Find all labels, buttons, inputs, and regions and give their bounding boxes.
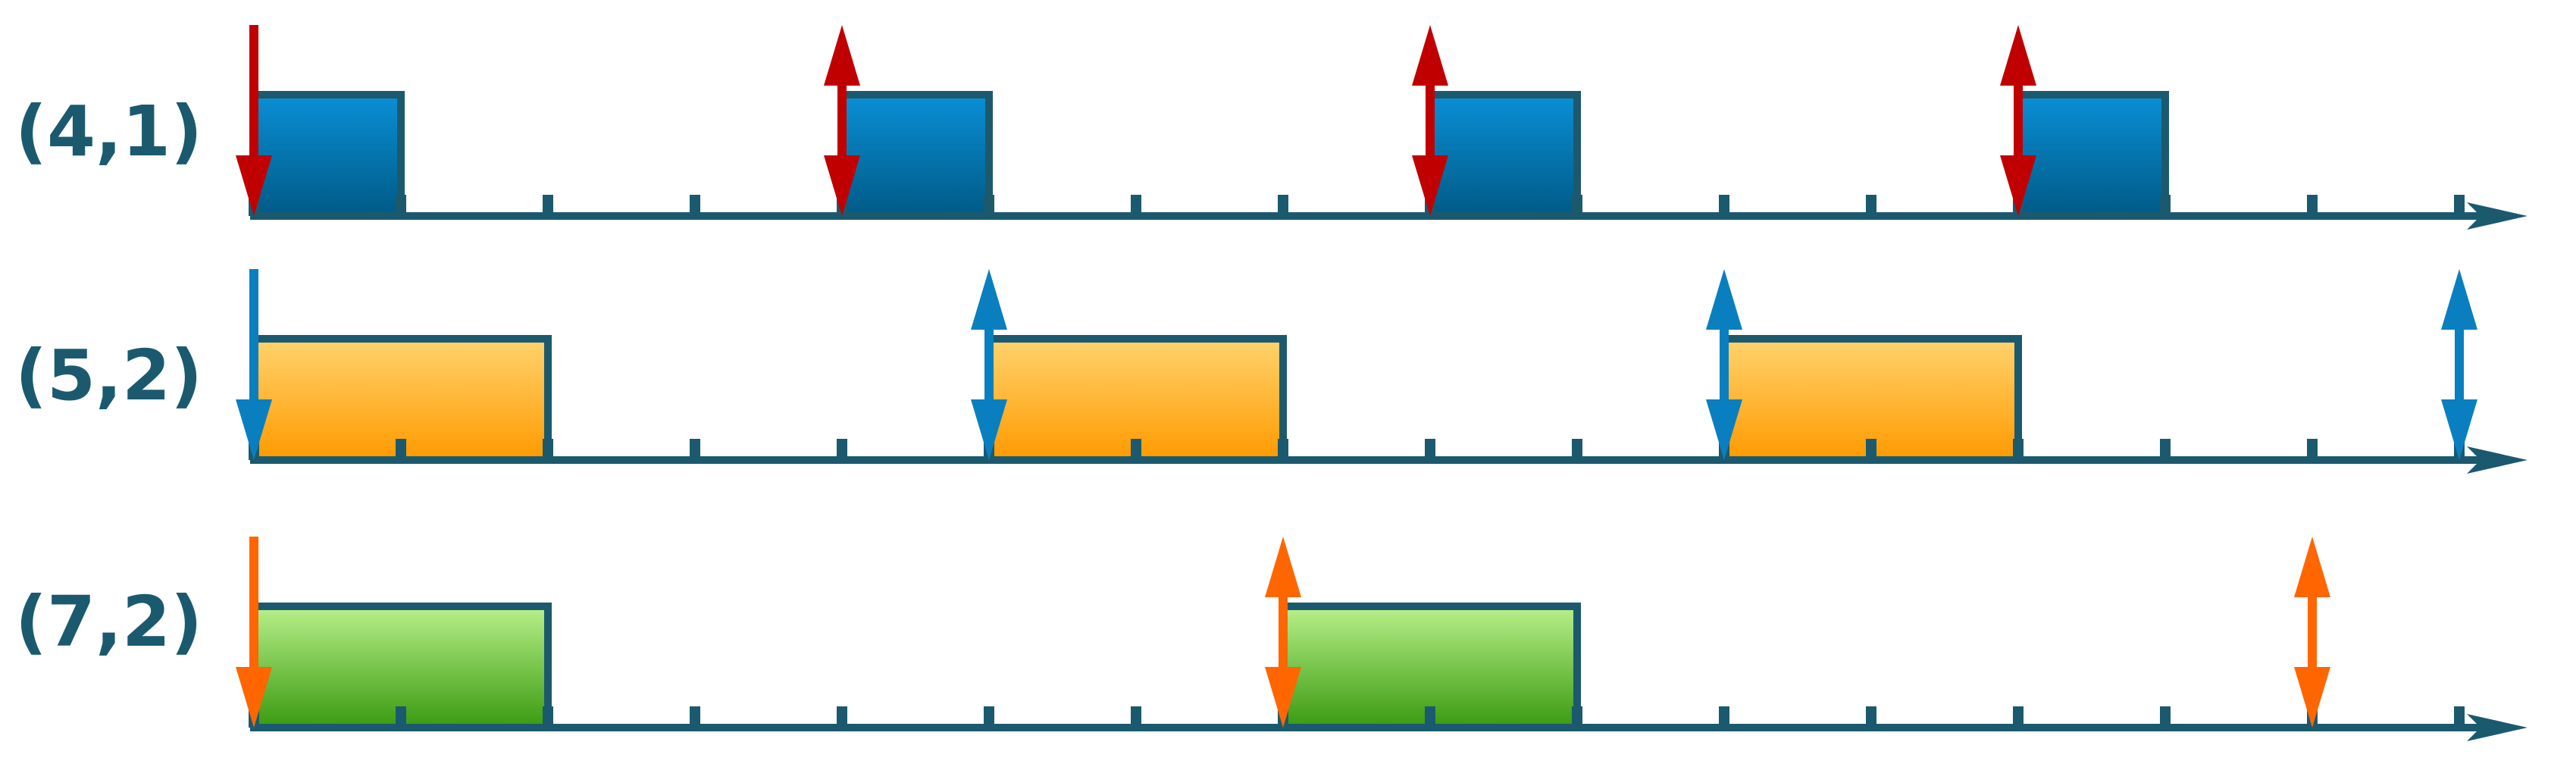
release-deadline-arrow <box>971 269 1007 460</box>
task-row-1: (4,1) <box>15 25 2527 230</box>
release-deadline-arrow <box>1706 269 1742 460</box>
axis-arrowhead <box>2467 446 2527 474</box>
release-arrow <box>236 269 272 460</box>
axis-arrowhead <box>2467 714 2527 741</box>
release-deadline-arrow <box>1265 537 1301 728</box>
task-label: (7,2) <box>15 581 202 662</box>
task-row-2: (5,2) <box>15 269 2527 474</box>
task-label: (5,2) <box>15 335 202 416</box>
release-arrow <box>236 537 272 728</box>
release-deadline-arrow <box>2294 537 2330 728</box>
job-box <box>2014 91 2169 220</box>
task-label: (4,1) <box>15 91 202 172</box>
release-deadline-arrow <box>824 25 860 216</box>
task-row-3: (7,2) <box>15 537 2527 741</box>
release-arrow <box>236 25 272 216</box>
release-deadline-arrow <box>2441 269 2477 460</box>
release-deadline-arrow <box>2000 25 2036 216</box>
job-box <box>1426 91 1581 220</box>
job-box <box>838 91 993 220</box>
job-box <box>250 91 405 220</box>
release-deadline-arrow <box>1412 25 1448 216</box>
axis-arrowhead <box>2467 202 2527 230</box>
